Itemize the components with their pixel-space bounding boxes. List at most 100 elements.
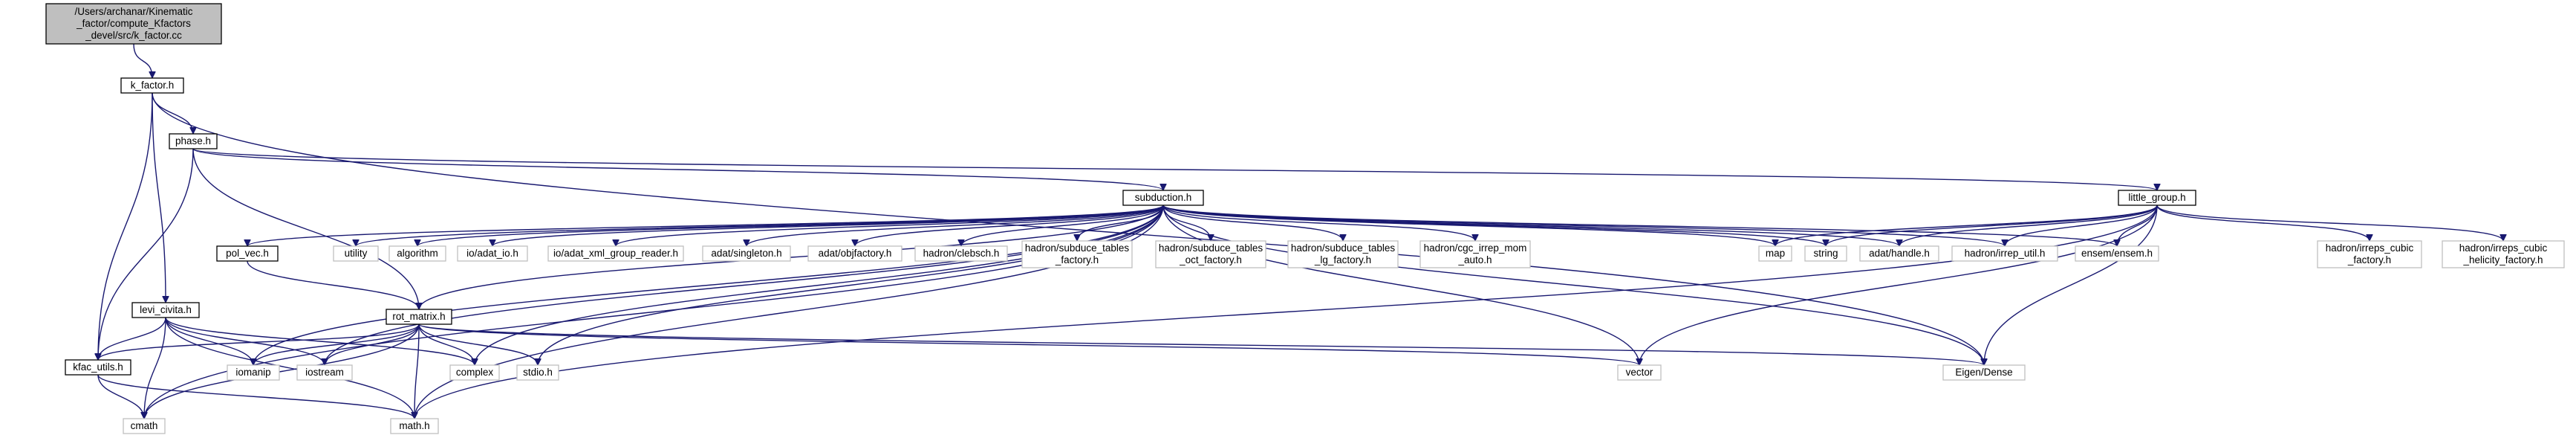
edge-pol_vec-to-rot_matrix: [247, 260, 419, 310]
edge-subduction-to-ensem: [1162, 204, 2117, 247]
node-iomanip: iomanip: [227, 364, 280, 381]
node-complex: complex: [449, 364, 500, 381]
node-label: map: [1766, 248, 1785, 259]
node-box: [1804, 245, 1847, 262]
edge-subduction-to-string: [1162, 204, 1826, 247]
edge-little_group-to-hadron_irrep_util: [2005, 204, 2158, 247]
node-box: [807, 245, 902, 262]
edge-levi_civita-to-complex: [165, 317, 475, 366]
edge-k_factor-to-levi_civita: [152, 92, 166, 303]
node-kfac-utils[interactable]: kfac_utils.h: [65, 359, 131, 376]
node-ensem: ensem/ensem.h: [2075, 245, 2159, 262]
node-box: [131, 302, 200, 318]
node-hadron-sub-fac: hadron/subduce_tables_factory.h: [1021, 240, 1133, 268]
edge-phase-to-little_group: [192, 148, 2157, 191]
edge-subduction-to-vector: [1162, 204, 1639, 365]
edge-subduction-to-hadron_cgc: [1162, 204, 1475, 242]
node-label: _factor/compute_Kfactors: [76, 18, 191, 29]
node-label: ensem/ensem.h: [2081, 248, 2153, 259]
edge-rot_matrix-to-eigen: [418, 323, 1984, 366]
edge-little_group-to-ensem: [2117, 204, 2158, 247]
edge-little_group-to-hadron_irreps_cubic: [2156, 204, 2370, 242]
node-label: _factory.h: [1055, 254, 1099, 265]
node-pol-vec[interactable]: pol_vec.h: [216, 245, 279, 262]
edge-layer: [97, 43, 2503, 419]
node-label: levi_civita.h: [140, 304, 192, 315]
node-label: adat/handle.h: [1869, 248, 1930, 259]
node-iostream: iostream: [296, 364, 353, 381]
node-label: _helicity_factory.h: [2462, 254, 2543, 265]
node-subduction[interactable]: subduction.h: [1122, 190, 1204, 206]
edge-little_group-to-eigen: [1984, 204, 2158, 365]
node-label: rot_matrix.h: [392, 311, 445, 322]
node-box: [333, 245, 379, 262]
node-label: k_factor.h: [131, 80, 175, 91]
node-box: [296, 364, 353, 381]
node-label: _factory.h: [2347, 254, 2391, 265]
edge-rot_matrix-to-vector: [418, 323, 1639, 366]
edge-levi_civita-to-iomanip: [165, 317, 253, 366]
node-vector: vector: [1617, 364, 1662, 381]
edge-subduction-to-algorithm: [417, 204, 1164, 247]
edge-subduction-to-hadron_irrep_util: [1162, 204, 2005, 247]
edge-rot_matrix-to-complex: [418, 323, 475, 366]
node-box: [1155, 240, 1266, 268]
edge-little_group-to-hadron_irreps_heli: [2156, 204, 2503, 242]
edge-phase-to-kfac_utils: [98, 148, 194, 360]
node-box: [65, 359, 131, 376]
node-math: math.h: [390, 418, 439, 434]
node-adat-singleton: adat/singleton.h: [702, 245, 791, 262]
node-label: phase.h: [175, 135, 211, 146]
edge-k_factor-to-eigen: [152, 92, 1984, 365]
node-label: cmath: [131, 420, 158, 431]
node-label: io/adat_xml_group_reader.h: [553, 248, 678, 259]
node-box: [1021, 240, 1133, 268]
node-utility: utility: [333, 245, 379, 262]
node-box: [547, 245, 684, 262]
node-label: pol_vec.h: [226, 248, 269, 259]
edge-subduction-to-io_xml: [616, 204, 1164, 247]
node-string: string: [1804, 245, 1847, 262]
node-little-group[interactable]: little_group.h: [2118, 190, 2196, 206]
node-label: io/adat_io.h: [466, 248, 518, 259]
node-root[interactable]: /Users/archanar/Kinematic_factor/compute…: [45, 3, 222, 45]
node-hadron-cgc: hadron/cgc_irrep_mom_auto.h: [1419, 240, 1531, 268]
node-label: algorithm: [397, 248, 438, 259]
edge-rot_matrix-to-kfac_utils: [98, 323, 420, 361]
node-box: [45, 3, 222, 45]
node-phase[interactable]: phase.h: [169, 133, 218, 149]
node-label: hadron/irreps_cubic: [2326, 242, 2414, 254]
node-box: [449, 364, 500, 381]
edge-subduction-to-iostream: [325, 204, 1164, 365]
edge-subduction-to-iomanip: [253, 204, 1164, 365]
node-box: [1942, 364, 2026, 381]
node-map: map: [1758, 245, 1792, 262]
node-box: [1617, 364, 1662, 381]
node-rot-matrix[interactable]: rot_matrix.h: [386, 309, 452, 325]
node-label: little_group.h: [2128, 192, 2185, 203]
edge-rot_matrix-to-iomanip: [253, 323, 420, 366]
node-adat-objfactory: adat/objfactory.h: [807, 245, 902, 262]
node-box: [169, 133, 218, 149]
edge-little_group-to-math: [414, 204, 2158, 419]
node-label: stdio.h: [523, 367, 553, 378]
node-label: kfac_utils.h: [73, 361, 123, 373]
node-label: complex: [456, 367, 494, 378]
node-layer: /Users/archanar/Kinematic_factor/compute…: [45, 3, 2565, 434]
edge-subduction-to-rot_matrix: [419, 204, 1164, 310]
node-box: [390, 418, 439, 434]
edge-subduction-to-adat_objfactory: [855, 204, 1164, 247]
node-box: [516, 364, 559, 381]
node-levi-civita[interactable]: levi_civita.h: [131, 302, 200, 318]
node-box: [388, 245, 446, 262]
edge-subduction-to-map: [1162, 204, 1775, 247]
edge-kfac_utils-to-math: [97, 374, 414, 419]
node-stdio: stdio.h: [516, 364, 559, 381]
node-label: /Users/archanar/Kinematic: [74, 6, 192, 17]
node-adat-handle: adat/handle.h: [1859, 245, 1939, 262]
node-k-factor[interactable]: k_factor.h: [120, 77, 184, 94]
node-box: [702, 245, 791, 262]
node-hadron-irreps-heli: hadron/irreps_cubic_helicity_factory.h: [2442, 240, 2565, 268]
edge-subduction-to-eigen: [1162, 204, 1984, 365]
node-label: _oct_factory.h: [1179, 254, 1242, 265]
